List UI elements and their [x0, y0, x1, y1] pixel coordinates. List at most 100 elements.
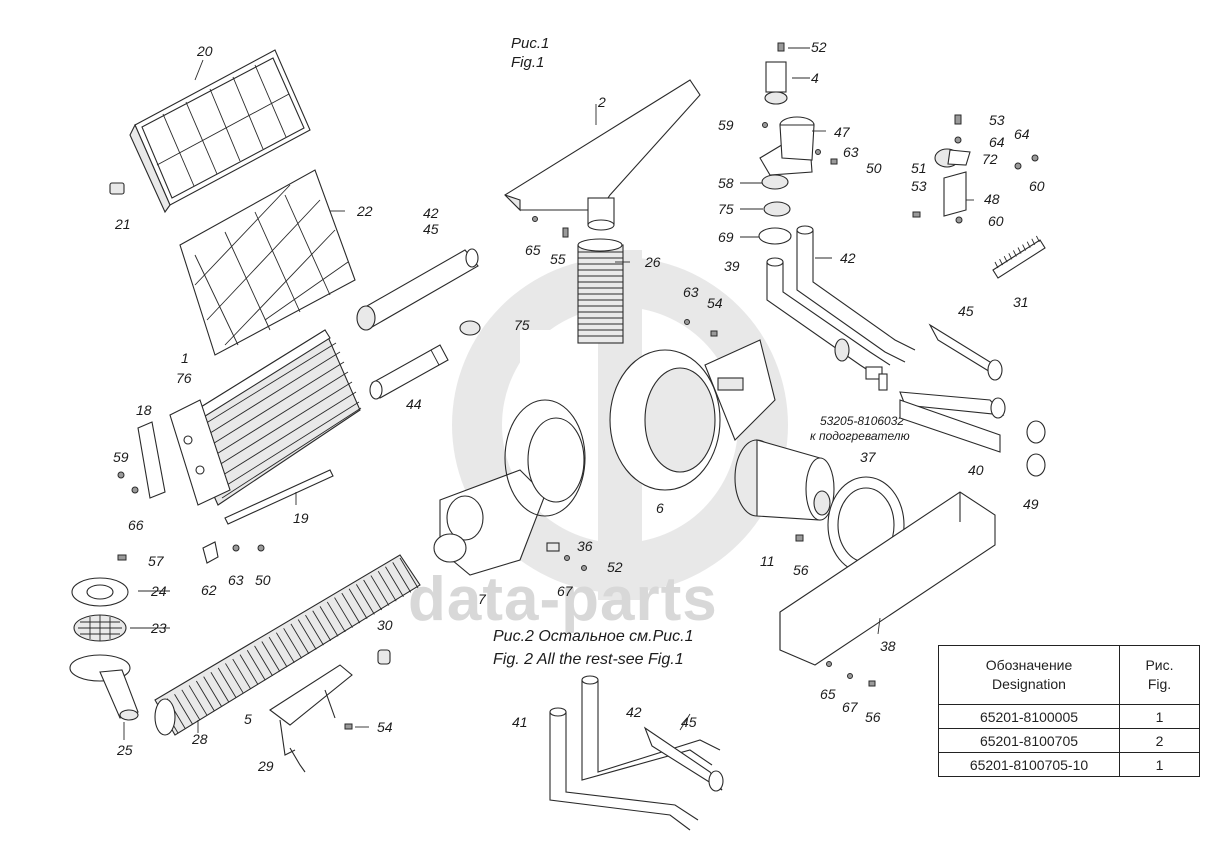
label-55: 55: [550, 251, 566, 267]
part-11-fan-rotor: [734, 439, 835, 521]
part-56-screw-mid: [795, 534, 804, 542]
label-29: 29: [257, 758, 274, 774]
part-54-screw-lower: [344, 723, 353, 730]
part-72-clamp: [934, 148, 971, 168]
designation-cell: 65201-8100705: [938, 728, 1120, 753]
part-75-clamp-left: [459, 320, 481, 336]
part-22-filter-mesh: [179, 169, 356, 356]
label-72: 72: [982, 151, 998, 167]
part-67-52-fasteners: [564, 555, 587, 571]
fig2-caption-ru: Рис.2 Остальное см.Рис.1: [493, 628, 693, 645]
label-53b: 53: [911, 178, 927, 194]
label-45b: 45: [958, 303, 974, 319]
label-47: 47: [834, 124, 851, 140]
label-24: 24: [150, 583, 167, 599]
label-26: 26: [644, 254, 661, 270]
part-2-air-distributor: [504, 79, 701, 231]
label-20: 20: [196, 43, 213, 59]
label-11: 11: [760, 553, 775, 569]
label-60a: 60: [988, 213, 1004, 229]
part-48-bracket-plate: [943, 171, 967, 217]
fig1-caption-ru: Рис.1: [511, 35, 549, 52]
part-29-rod: [289, 747, 306, 773]
label-30: 30: [377, 617, 393, 633]
label-64a: 64: [989, 134, 1005, 150]
label-45a: 45: [423, 221, 439, 237]
part-38-duct: [779, 491, 996, 666]
label-56b: 56: [865, 709, 881, 725]
label-69: 69: [718, 229, 734, 245]
table-row: 65201-8100705 2: [938, 728, 1200, 753]
fig-header: Рис. Fig.: [1119, 645, 1200, 705]
label-56a: 56: [793, 562, 809, 578]
label-75a: 75: [514, 317, 530, 333]
fig2-caption-en: Fig. 2 All the rest-see Fig.1: [493, 651, 684, 668]
part-40-pipe: [899, 399, 1001, 453]
label-52a: 52: [607, 559, 623, 575]
label-23: 23: [150, 620, 167, 636]
label-59b: 59: [718, 117, 734, 133]
label-67b: 67: [842, 699, 859, 715]
label-65a: 65: [525, 242, 541, 258]
part-25-nozzle: [69, 654, 139, 721]
designation-cell: 65201-8100005: [938, 704, 1120, 729]
heater-note-text: к подогревателю: [810, 429, 910, 443]
label-75b: 75: [718, 201, 734, 217]
table-row: 65201-8100005 1: [938, 704, 1200, 729]
label-28: 28: [191, 731, 208, 747]
part-36-bracket: [546, 542, 560, 552]
part-59-63-50-screws-right: [762, 122, 838, 165]
label-42c: 42: [626, 704, 642, 720]
label-58: 58: [718, 175, 734, 191]
fig-cell: 1: [1119, 752, 1200, 777]
label-21: 21: [114, 216, 131, 232]
part-26-corrugated-sleeve: [577, 238, 624, 344]
designation-cell: 65201-8100705-10: [938, 752, 1120, 777]
part-30-cap: [377, 649, 391, 665]
label-54a: 54: [377, 719, 393, 735]
label-65b: 65: [820, 686, 836, 702]
label-53a: 53: [989, 112, 1005, 128]
leader-lines: [123, 47, 974, 740]
label-60b: 60: [1029, 178, 1045, 194]
part-53-screw-top: [954, 114, 962, 125]
part-18-bracket: [137, 421, 166, 499]
label-63b: 63: [683, 284, 699, 300]
label-48: 48: [984, 191, 1000, 207]
fig-cell: 2: [1119, 728, 1200, 753]
label-31: 31: [1013, 294, 1029, 310]
fig-header-ru: Рис.: [1145, 657, 1174, 673]
fig-header-en: Fig.: [1147, 676, 1172, 692]
part-62-63-50-fasteners: [202, 541, 265, 564]
part-64-washer: [954, 136, 962, 144]
label-59a: 59: [113, 449, 129, 465]
label-39: 39: [724, 258, 740, 274]
label-25: 25: [116, 742, 133, 758]
part-28-corrugated-hose: [154, 554, 421, 736]
part-69-clamp-ring: [758, 227, 792, 245]
label-50b: 50: [866, 160, 882, 176]
part-23-grille: [73, 614, 127, 642]
label-42b: 42: [840, 250, 856, 266]
part-4-valve: [764, 42, 788, 105]
label-2: 2: [597, 94, 606, 110]
fig-cell: 1: [1119, 704, 1200, 729]
part-57-screw: [117, 554, 127, 561]
part-45-pipes-right: [899, 323, 1006, 419]
label-40: 40: [968, 462, 984, 478]
heater-part-number: 53205-8106032: [820, 414, 904, 428]
watermark-text: data-parts: [408, 565, 718, 634]
label-1: 1: [181, 350, 189, 366]
part-labels: 20 21 22 42 45 1 76 18 59 66 19 57 24 23…: [113, 39, 1045, 774]
part-1-heater-radiator: [169, 329, 362, 506]
label-64b: 64: [1014, 126, 1030, 142]
label-67a: 67: [557, 583, 574, 599]
label-18: 18: [136, 402, 152, 418]
label-41: 41: [512, 714, 528, 730]
label-5: 5: [244, 711, 252, 727]
part-49-fittings: [1026, 420, 1046, 477]
label-42a: 42: [423, 205, 439, 221]
label-19: 19: [293, 510, 309, 526]
designation-table: Обозначение Designation Рис. Fig. 65201-…: [938, 645, 1200, 777]
part-20-filter-frame: [129, 49, 311, 214]
